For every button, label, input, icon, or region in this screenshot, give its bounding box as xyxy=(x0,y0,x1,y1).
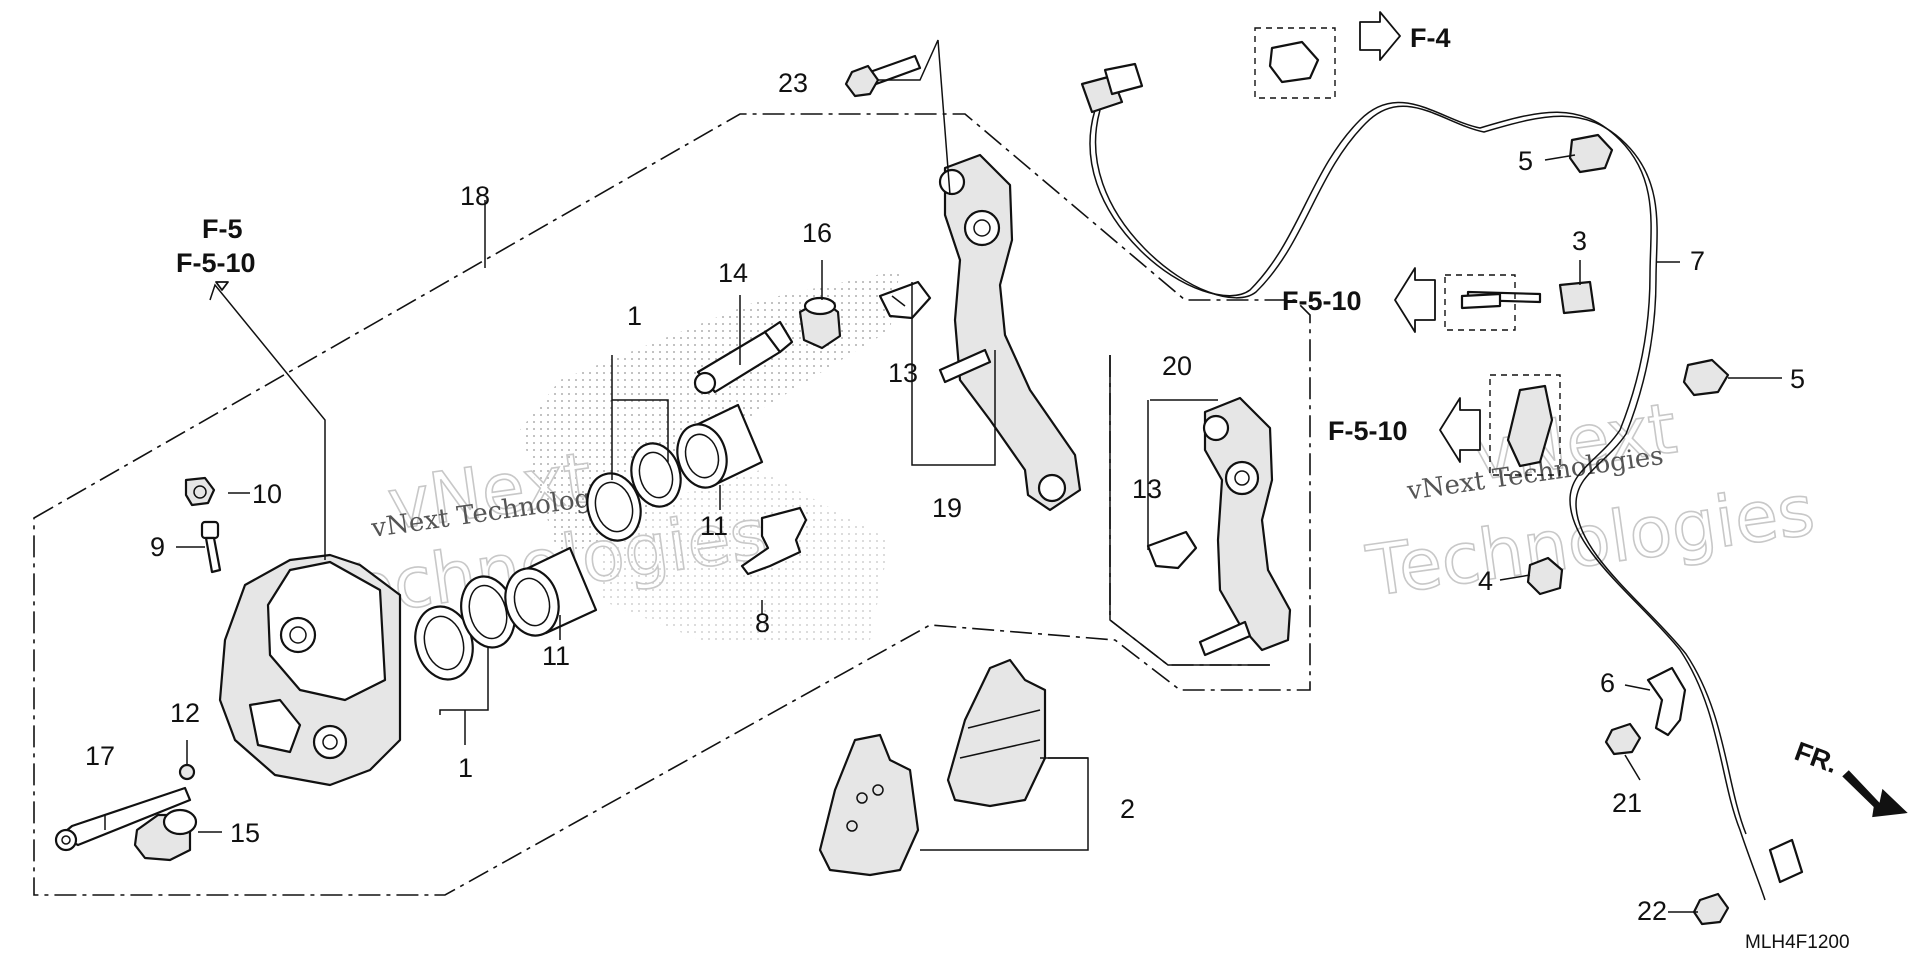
callout-19: 19 xyxy=(932,493,962,523)
plug xyxy=(178,763,196,781)
wire-stay xyxy=(1646,666,1687,737)
ref-box-f4 xyxy=(1254,27,1336,99)
ref-arrow-f510-mid[interactable] xyxy=(1439,397,1481,463)
pad-spring xyxy=(740,506,808,576)
callout-1b: 1 xyxy=(458,753,473,783)
callout-4: 4 xyxy=(1478,566,1493,596)
diagram-code: MLH4F1200 xyxy=(1745,932,1850,953)
watermark-right: vNext Technologies vNext Technologies xyxy=(1361,386,1820,613)
grommet xyxy=(1526,556,1564,596)
caliper-assembly-boundary xyxy=(33,113,1311,896)
callout-6: 6 xyxy=(1600,668,1615,698)
wire-clip-upper xyxy=(1568,133,1614,174)
bracket-bolt xyxy=(844,54,922,98)
callout-11a: 11 xyxy=(700,511,728,541)
callout-7: 7 xyxy=(1690,246,1705,276)
piston-upper xyxy=(676,403,764,489)
cross-references: F-4 F-5 F-5-10 F-5-10 F-5-10 xyxy=(176,23,1451,446)
ref-clamp-f4 xyxy=(1268,40,1320,84)
ref-f5[interactable]: F-5 xyxy=(202,214,243,244)
brake-pad-front xyxy=(946,658,1047,808)
ref-box-f510-top xyxy=(1444,274,1516,331)
wire-clip-lower xyxy=(1682,358,1730,397)
ref-arrow-f5 xyxy=(215,281,229,291)
callout-8: 8 xyxy=(755,608,770,638)
callout-3: 3 xyxy=(1572,226,1587,256)
stipple-shadow-lower xyxy=(600,470,890,640)
brake-pad-rear xyxy=(818,733,920,877)
leader-lines xyxy=(104,39,1782,913)
piston-seal-lower-inner xyxy=(460,575,516,649)
sensor-wire xyxy=(1080,62,1804,901)
pin-bolt xyxy=(54,786,192,852)
callout-17: 17 xyxy=(85,741,115,771)
bracket-boundary-solid xyxy=(1109,355,1270,666)
ref-arrow-f510-top[interactable] xyxy=(1394,267,1436,333)
callout-5a: 5 xyxy=(1518,146,1533,176)
callout-20: 20 xyxy=(1162,351,1192,381)
callout-18: 18 xyxy=(460,181,490,211)
callout-5b: 5 xyxy=(1790,364,1805,394)
callouts: 1 1 2 3 4 5 5 6 7 8 9 10 11 11 12 13 13 … xyxy=(85,68,1805,926)
stay-bolt xyxy=(1604,722,1642,756)
callout-16: 16 xyxy=(802,218,832,248)
ref-bolt-f510-top xyxy=(1460,292,1502,310)
ref-f4[interactable]: F-4 xyxy=(1410,23,1451,53)
callout-21: 21 xyxy=(1612,788,1642,818)
pad-retainer-alt xyxy=(1146,530,1198,570)
caliper-body xyxy=(218,553,402,787)
pin-boot xyxy=(798,296,842,350)
ref-bracket-f510-mid xyxy=(1506,384,1554,468)
bleeder-screw xyxy=(200,520,222,574)
ref-f510-lower[interactable]: F-5-10 xyxy=(1328,416,1408,446)
callout-1a: 1 xyxy=(627,301,642,331)
callout-22: 22 xyxy=(1637,896,1667,926)
callout-13b: 13 xyxy=(1132,474,1162,504)
callout-12: 12 xyxy=(170,698,200,728)
callout-23: 23 xyxy=(778,68,808,98)
ref-arrow-f4[interactable] xyxy=(1359,11,1401,61)
pin-plug xyxy=(133,808,198,862)
callout-9: 9 xyxy=(150,532,165,562)
caliper-bracket xyxy=(938,153,1082,512)
caliper-bracket-alt xyxy=(1198,396,1292,657)
piston-lower xyxy=(504,546,598,637)
ref-f510-left[interactable]: F-5-10 xyxy=(176,248,256,278)
callout-10: 10 xyxy=(252,479,282,509)
callout-11b: 11 xyxy=(542,641,570,671)
ref-f510-upper[interactable]: F-5-10 xyxy=(1282,286,1362,316)
front-marker: FR. xyxy=(1791,736,1842,779)
bleeder-cap xyxy=(184,476,216,507)
sensor-bolt xyxy=(1692,892,1730,926)
front-direction-arrow xyxy=(1842,770,1908,818)
callout-13a: 13 xyxy=(888,358,918,388)
ref-box-f510-mid xyxy=(1489,374,1561,476)
callout-14: 14 xyxy=(718,258,748,288)
callout-15: 15 xyxy=(230,818,260,848)
callout-2: 2 xyxy=(1120,794,1135,824)
piston-seal-upper-outer xyxy=(586,472,642,542)
slide-pin xyxy=(693,320,794,395)
